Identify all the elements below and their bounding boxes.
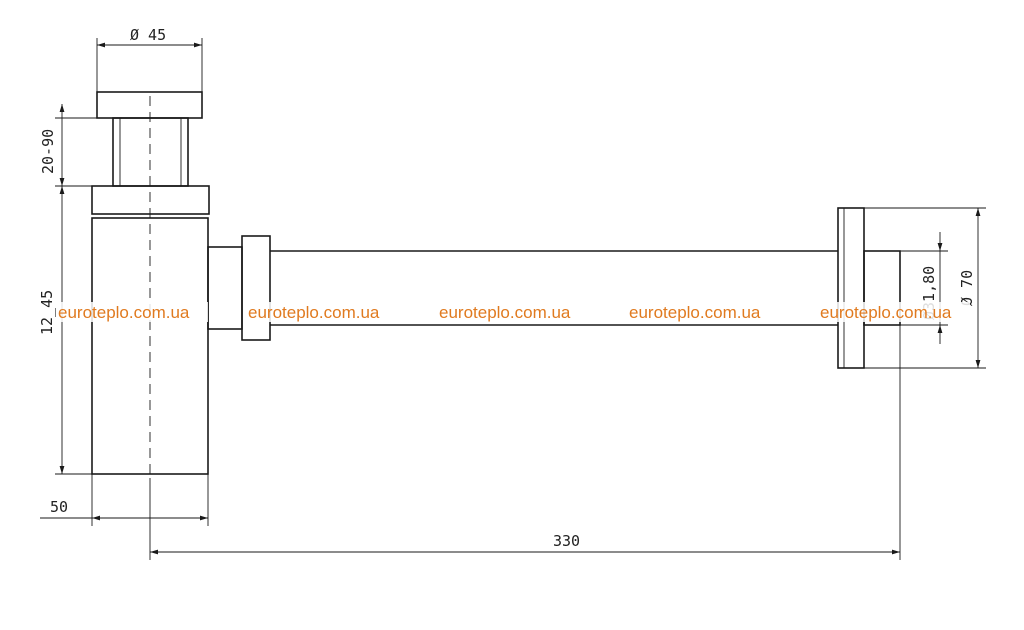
top-cap [96, 91, 203, 119]
pipe-nut [241, 235, 271, 341]
collar-ring [91, 185, 210, 215]
length-label: 330 [553, 532, 580, 550]
body-height-label: 12_45 [38, 290, 56, 335]
watermark-row: euroteplo.com.ua euroteplo.com.ua eurote… [56, 302, 970, 322]
outlet-pipe [207, 235, 838, 341]
watermark-text: euroteplo.com.ua [629, 303, 761, 322]
height-range-label: 20-90 [39, 129, 57, 174]
top-diameter-label: Ø 45 [130, 26, 166, 44]
body-width-label: 50 [50, 498, 68, 516]
dim-top-diameter: Ø 45 [96, 26, 203, 92]
watermark-text: euroteplo.com.ua [58, 303, 190, 322]
wall-flange [837, 207, 901, 369]
outlet-spigot [207, 246, 243, 330]
dim-height-range: 20-90 [39, 104, 113, 187]
flange-plate [837, 207, 865, 369]
dim-flange-diameter: Ø 70 [864, 207, 986, 369]
dim-body-height: 12_45 [38, 186, 92, 475]
flange-diameter-label: Ø 70 [958, 270, 976, 306]
watermark-text: euroteplo.com.ua [439, 303, 571, 322]
upper-stem [112, 117, 189, 187]
flange-sleeve [863, 250, 901, 326]
dim-body-width: 50 [40, 474, 209, 526]
trap-body [91, 91, 210, 478]
watermark-text: euroteplo.com.ua [248, 303, 380, 322]
dim-length: 330 [149, 325, 901, 560]
dim-pipe-diameter: Ø31,80 [900, 232, 948, 344]
watermark-text: euroteplo.com.ua [820, 303, 952, 322]
